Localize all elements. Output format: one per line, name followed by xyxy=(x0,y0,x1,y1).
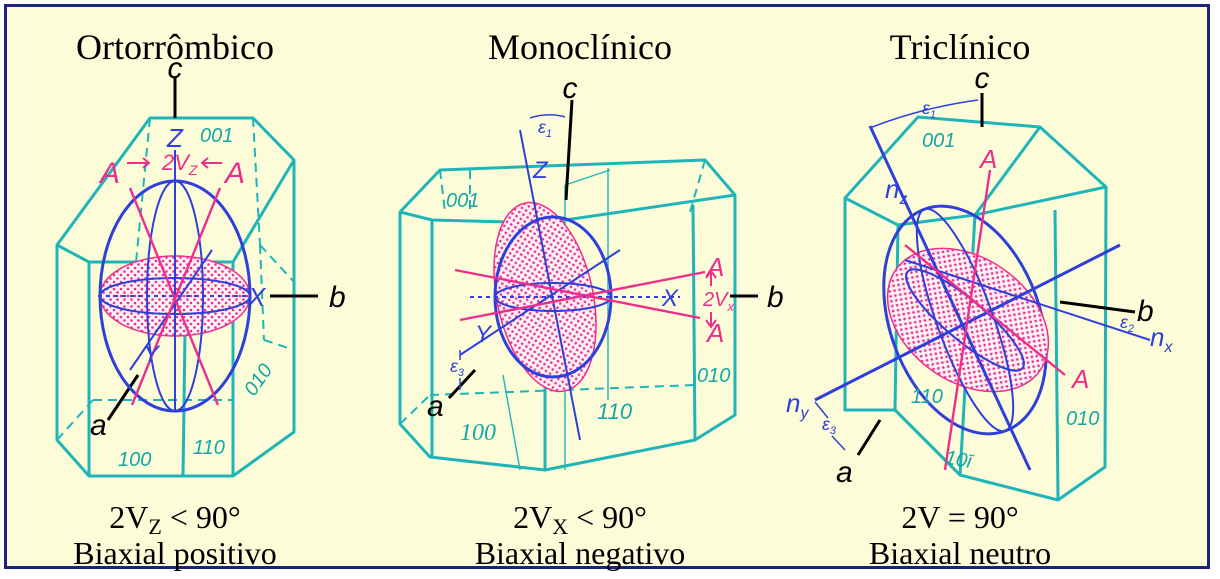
tri-face-110: 110 xyxy=(911,386,943,408)
mono-face-110: 110 xyxy=(597,399,633,424)
title-triclinico: Triclínico xyxy=(890,27,1031,67)
mono-a-label: a xyxy=(427,390,444,423)
ortho-optic-axis-A-left: A xyxy=(98,157,120,190)
mono-epsilon-1-arc xyxy=(530,115,565,118)
tri-optic-axis-A-bottom: A xyxy=(1070,364,1089,394)
tri-epsilon-2: ε2 xyxy=(1120,312,1134,335)
mono-face-001: 001 xyxy=(446,190,479,212)
tri-b-axis xyxy=(1060,302,1135,312)
caption-tri-type: Biaxial neutro xyxy=(869,535,1051,571)
tri-nz-label: nz xyxy=(885,174,907,208)
mono-2V-label: 2Vx xyxy=(702,289,734,314)
ortho-Z-label: Z xyxy=(166,123,184,153)
tri-a-axis xyxy=(858,420,880,455)
ortho-Y-label: Y xyxy=(143,341,161,368)
tri-ny-label: ny xyxy=(786,388,809,422)
ortho-face-100: 100 xyxy=(118,449,151,471)
mono-X-label: X xyxy=(661,285,679,312)
tri-epsilon-3: ε3 xyxy=(822,414,837,437)
ortho-a-axis xyxy=(108,375,138,420)
mono-c-axis xyxy=(566,100,572,200)
mono-Z-label: Z xyxy=(532,157,549,184)
tri-c-label: c xyxy=(975,62,990,95)
tri-nx-label: nx xyxy=(1150,322,1173,356)
caption-mono-2v: 2VX < 90° xyxy=(513,499,647,539)
monoclinic-diagram: c b a Z X Y A A 2Vx ε1 ε3 xyxy=(400,72,784,470)
mono-b-label: b xyxy=(767,281,784,314)
tri-a-label: a xyxy=(836,456,853,489)
caption-ortho-type: Biaxial positivo xyxy=(73,535,277,571)
mono-epsilon-1: ε1 xyxy=(538,117,552,140)
orthorhombic-diagram: c b a Z X Y A A 2VZ 001 xyxy=(57,52,346,476)
ortho-X-label: X xyxy=(247,282,267,312)
tri-face-001: 001 xyxy=(922,130,955,152)
tri-face-010: 010 xyxy=(1066,408,1099,430)
caption-mono-type: Biaxial negativo xyxy=(475,535,686,571)
mono-Y-label: Y xyxy=(475,321,493,348)
tri-face-101: 10ī xyxy=(943,447,976,474)
title-monoclinico: Monoclínico xyxy=(488,27,672,67)
ortho-c-label: c xyxy=(168,52,183,85)
mono-epsilon-3: ε3 xyxy=(450,356,465,379)
mono-face-100: 100 xyxy=(460,420,496,446)
ortho-b-label: b xyxy=(329,281,346,314)
ortho-2V-label: 2VZ xyxy=(161,150,198,178)
triclinic-diagram: c b a nz nx ny A A ε1 ε2 xyxy=(786,62,1173,500)
ortho-a-label: a xyxy=(90,409,107,442)
tri-optic-axis-A-top: A xyxy=(978,144,997,174)
ortho-face-110: 110 xyxy=(193,437,225,459)
caption-ortho-2v: 2VZ < 90° xyxy=(109,499,240,539)
ortho-face-001: 001 xyxy=(200,125,233,147)
ortho-optic-axis-A-right: A xyxy=(223,157,245,190)
mono-c-label: c xyxy=(563,72,578,105)
mono-face-010: 010 xyxy=(697,365,730,387)
ortho-face-010: 010 xyxy=(240,360,277,400)
caption-tri-2v: 2V = 90° xyxy=(901,499,1018,535)
